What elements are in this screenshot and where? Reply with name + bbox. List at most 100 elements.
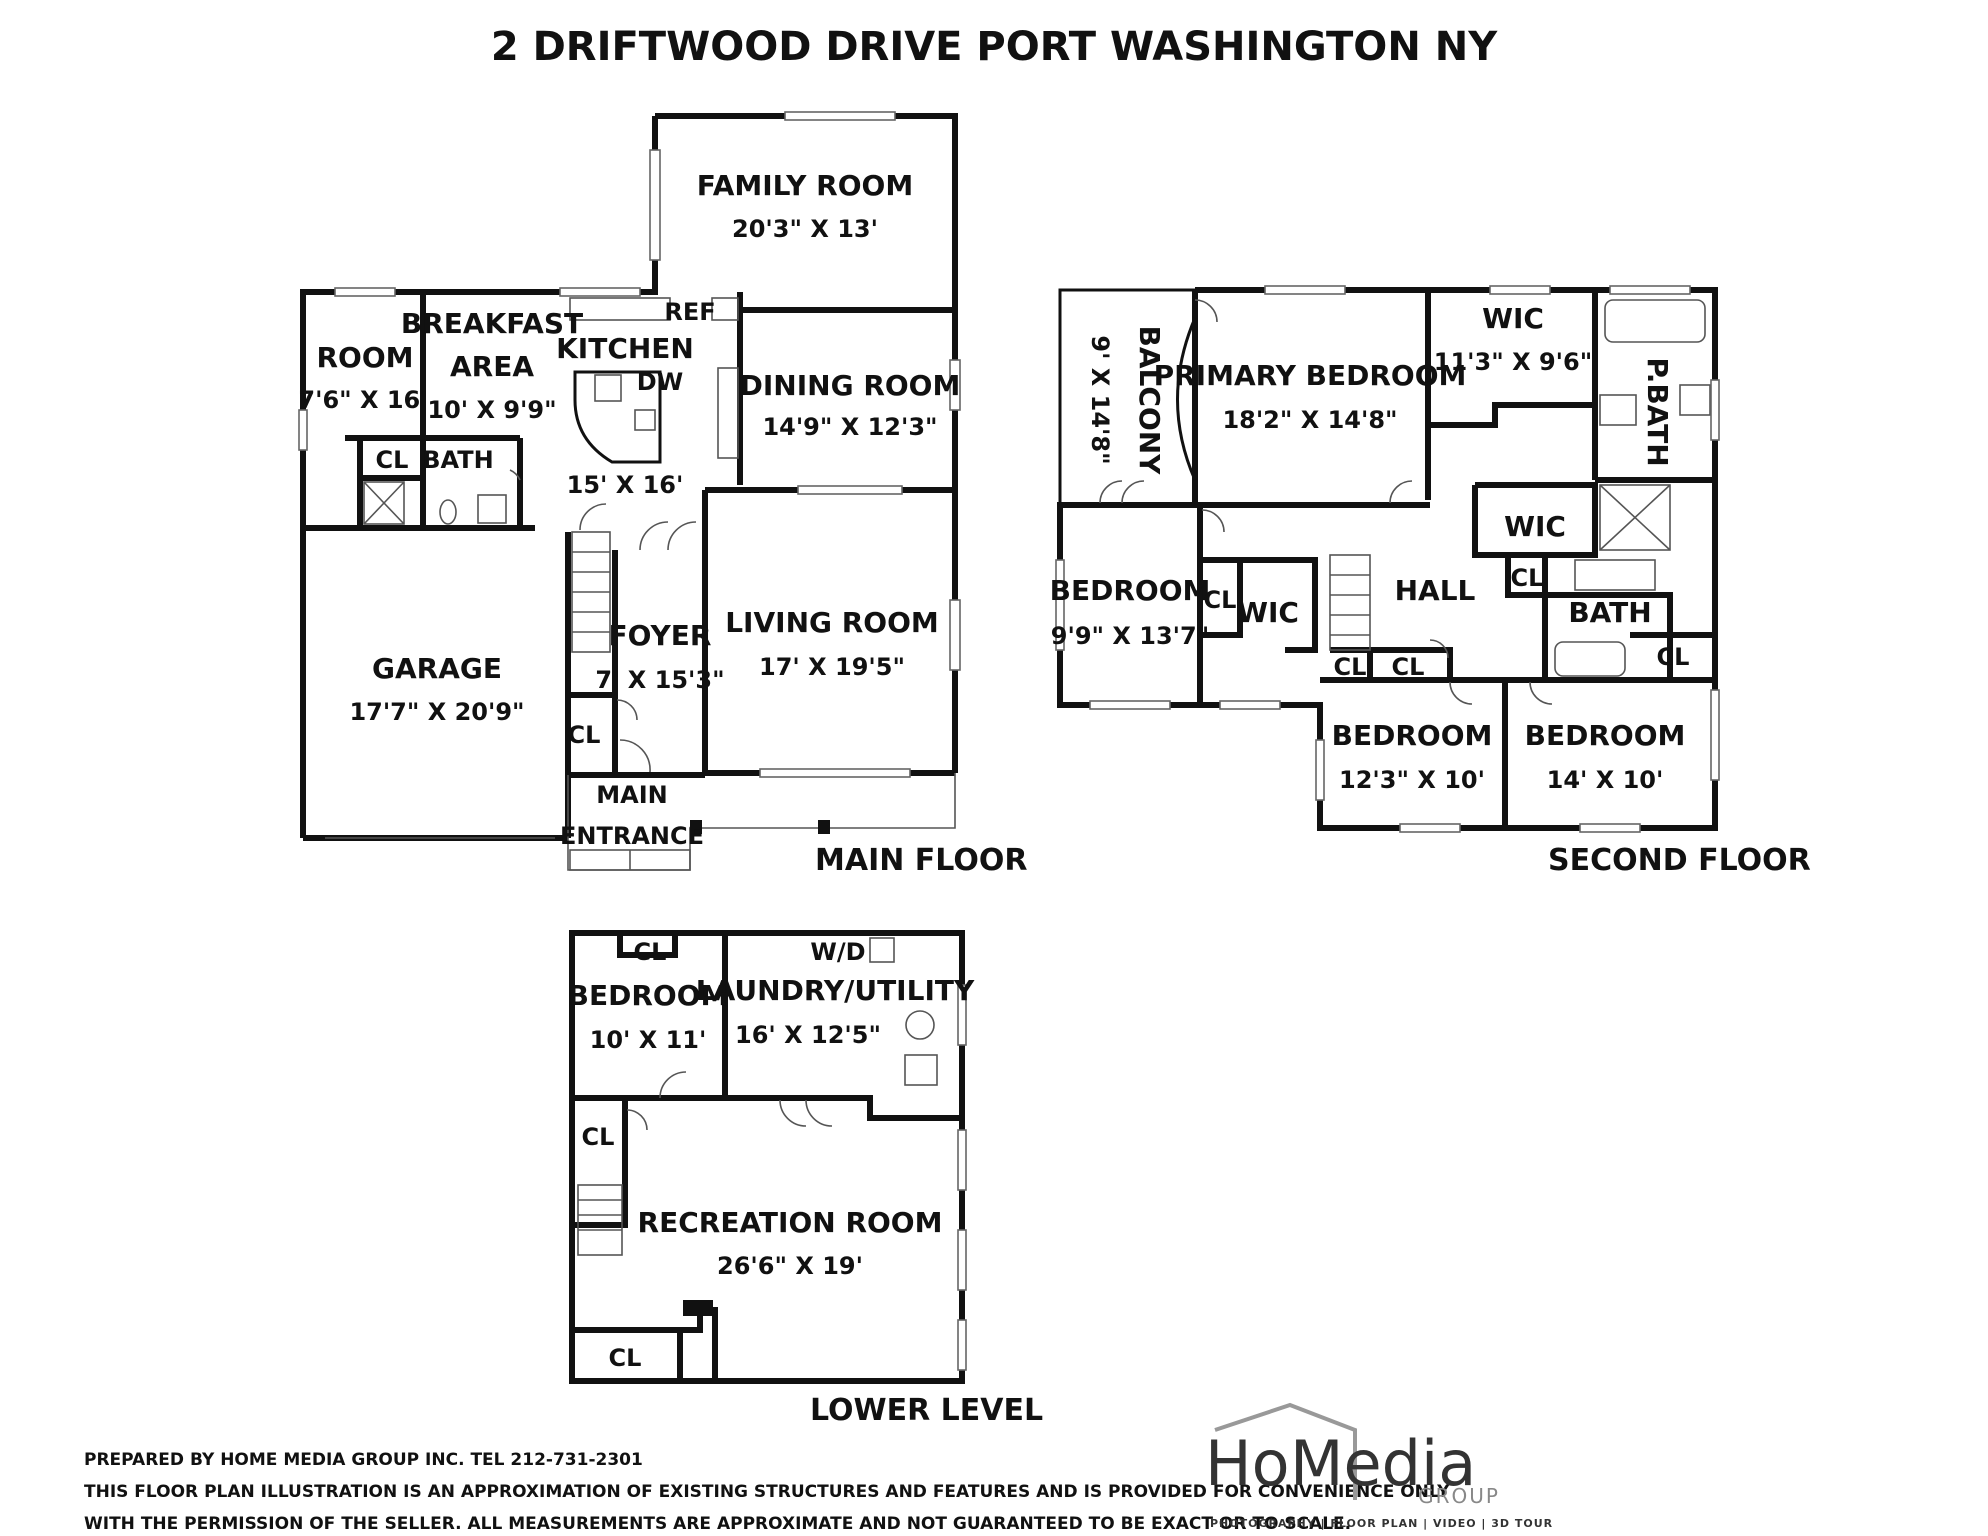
homedia-logo: Ho Media GROUP PHOTOGRAPHY | FLOOR PLAN … <box>1205 1402 1553 1530</box>
disclaimer-line2: WITH THE PERMISSION OF THE SELLER. ALL M… <box>84 1514 1351 1534</box>
second-floor-plan: BALCONY 9' X 14'8" PRIMARY BEDROOM 18'2"… <box>1050 285 1811 878</box>
logo-roof-icon <box>1214 1402 1357 1500</box>
prepared-by-text: PREPARED BY HOME MEDIA GROUP INC. TEL 21… <box>84 1450 643 1470</box>
bath-west-wall <box>1545 592 1673 680</box>
lower-bedroom-label: BEDROOM <box>568 979 729 1012</box>
refrigerator-label: REF <box>664 298 715 326</box>
porch-post <box>818 820 830 834</box>
counter-side <box>717 367 739 459</box>
washer-dryer-label: W/D <box>810 938 865 966</box>
balcony-rail <box>1058 288 1195 505</box>
disclaimer-line1: THIS FLOOR PLAN ILLUSTRATION IS AN APPRO… <box>84 1482 1450 1502</box>
bedroom-left-label: BEDROOM <box>1050 574 1211 607</box>
hall-bath-label: BATH <box>1568 596 1651 629</box>
dishwasher-label: DW <box>637 368 683 396</box>
water-heater <box>905 1010 935 1040</box>
second-floor-label: SECOND FLOOR <box>1548 843 1811 878</box>
lower-left-closet-label: CL <box>582 1123 615 1151</box>
bedroom-left-size: 9'9" X 13'7" <box>1051 622 1209 650</box>
balcony-label: BALCONY <box>1133 326 1166 476</box>
foyer-closet-label: CL <box>568 721 601 749</box>
lower-level-label: LOWER LEVEL <box>810 1393 1043 1428</box>
logo-group-text: GROUP <box>1418 1484 1500 1508</box>
breakfast-label-line2: AREA <box>450 350 534 383</box>
bedroom-right-size: 14' X 10' <box>1547 766 1664 794</box>
breakfast-size: 10' X 9'9" <box>427 396 556 424</box>
main-floor-label: MAIN FLOOR <box>815 843 1027 878</box>
primary-bath-label: P.BATH <box>1641 357 1674 466</box>
primary-bedroom-label: PRIMARY BEDROOM <box>1154 359 1467 392</box>
lower-bottom-closet-label: CL <box>609 1344 642 1372</box>
shower <box>363 481 405 525</box>
lower-top-closet-label: CL <box>634 938 667 966</box>
toilet <box>439 499 457 525</box>
main-floor-plan: FAMILY ROOM 20'3" X 13' ROOM 7'6" X 16' … <box>298 111 1027 878</box>
cl-top <box>617 933 678 958</box>
vanity <box>477 494 507 524</box>
primary-sink-2 <box>1679 384 1711 416</box>
wic-left-label: WIC <box>1237 596 1299 629</box>
garage-label: GARAGE <box>372 652 502 685</box>
garage-size: 17'7" X 20'9" <box>349 698 524 726</box>
primary-wic-size: 11'3" X 9'6" <box>1434 348 1592 376</box>
second-stairs <box>1329 554 1371 651</box>
cooktop <box>594 374 622 402</box>
logo-tagline: PHOTOGRAPHY | FLOOR PLAN | VIDEO | 3D TO… <box>1210 1517 1553 1530</box>
room-size: 7'6" X 16' <box>298 386 427 414</box>
hall-closet-a-label: CL <box>1334 653 1367 681</box>
recreation-room-size: 26'6" X 19' <box>717 1252 863 1280</box>
dining-room-label: DINING ROOM <box>740 369 961 402</box>
primary-wic-label: WIC <box>1482 302 1544 335</box>
primary-tub <box>1604 299 1706 343</box>
family-room-label: FAMILY ROOM <box>697 169 913 202</box>
room-label: ROOM <box>316 341 413 374</box>
primary-bedroom-size: 18'2" X 14'8" <box>1222 406 1397 434</box>
living-room-label: LIVING ROOM <box>725 606 939 639</box>
hall-tub <box>1554 641 1626 677</box>
foyer-label: FOYER <box>609 619 712 652</box>
property-title: 2 DRIFTWOOD DRIVE PORT WASHINGTON NY <box>491 24 1498 70</box>
sink <box>634 409 656 431</box>
hall-closet-label: CL <box>1511 564 1544 592</box>
counter <box>569 297 671 321</box>
wic-left <box>1210 557 1318 653</box>
hall-closet-b-label: CL <box>1392 653 1425 681</box>
room-closet-label: CL <box>376 446 409 474</box>
family-room-size: 20'3" X 13' <box>732 215 878 243</box>
living-room-size: 17' X 19'5" <box>759 653 905 681</box>
bath-label: BATH <box>422 446 493 474</box>
kitchen-size: 15' X 16' <box>567 471 684 499</box>
bedroom-mid-size: 12'3" X 10' <box>1339 766 1485 794</box>
lower-level-plan: CL W/D BEDROOM 10' X 11' LAUNDRY/UTILITY… <box>568 930 1043 1428</box>
lower-bedroom-size: 10' X 11' <box>590 1026 707 1054</box>
primary-sink <box>1599 394 1637 426</box>
bedroom-left-closet-label: CL <box>1204 586 1237 614</box>
lower-mid-wall <box>572 1095 962 1121</box>
bedroom-right-label: BEDROOM <box>1525 719 1686 752</box>
chimney <box>680 1307 718 1381</box>
breakfast-label-line1: BREAKFAST <box>401 307 583 340</box>
laundry-size: 16' X 12'5" <box>735 1021 881 1049</box>
laundry-label: LAUNDRY/UTILITY <box>696 974 975 1007</box>
main-east-wall <box>655 113 958 773</box>
main-entrance-label-line2: ENTRANCE <box>560 822 704 850</box>
wic-south-wall <box>1428 402 1595 428</box>
hall-label: HALL <box>1395 574 1476 607</box>
fridge <box>711 297 739 321</box>
main-entrance-label-line1: MAIN <box>596 781 667 809</box>
recreation-room-label: RECREATION ROOM <box>638 1206 943 1239</box>
main-stairs <box>571 531 611 653</box>
primary-shower <box>1599 484 1671 551</box>
logo-ho-text: Ho <box>1205 1427 1290 1500</box>
balcony-size: 9' X 14'8" <box>1086 335 1114 464</box>
chimney-block <box>683 1300 713 1316</box>
foyer-size: 7' X 15'3" <box>595 666 724 694</box>
furnace <box>904 1054 938 1086</box>
dining-room-size: 14'9" X 12'3" <box>762 413 937 441</box>
bath-closet-label: CL <box>1657 643 1690 671</box>
porch-post <box>690 820 702 834</box>
cl-hall <box>1505 552 1548 598</box>
lower-stairs <box>577 1184 623 1256</box>
hall-vanity <box>1574 559 1656 591</box>
